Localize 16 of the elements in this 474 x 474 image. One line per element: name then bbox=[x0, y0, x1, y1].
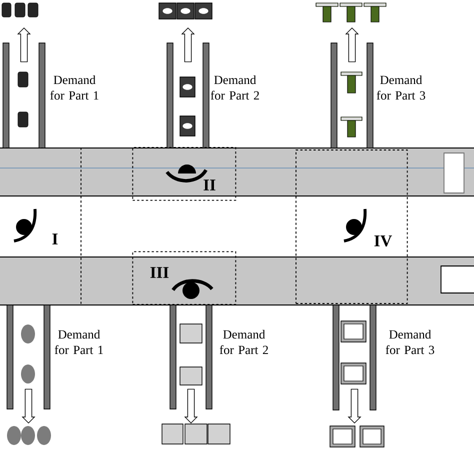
arrow bbox=[17, 28, 31, 62]
dashed-zone: II bbox=[132, 147, 236, 201]
dashed-zone: I bbox=[0, 148, 82, 306]
demand-label: Demand for Part 2 bbox=[220, 330, 268, 354]
arrow bbox=[345, 28, 359, 62]
demand-label: Demand for Part 1 bbox=[54, 330, 103, 354]
demand-label: Demand for Part 3 bbox=[386, 330, 434, 354]
demand-label: Demand for Part 1 bbox=[50, 75, 98, 100]
dashed-zone: III bbox=[132, 251, 236, 305]
dashed-zone: IV bbox=[296, 150, 408, 304]
arrow bbox=[184, 388, 198, 424]
demand-label: Demand for Part 2 bbox=[210, 75, 259, 100]
demand-label: Demand for Part 3 bbox=[376, 75, 426, 100]
arrow bbox=[348, 388, 362, 424]
arrow bbox=[22, 388, 36, 424]
arrow bbox=[181, 28, 195, 62]
